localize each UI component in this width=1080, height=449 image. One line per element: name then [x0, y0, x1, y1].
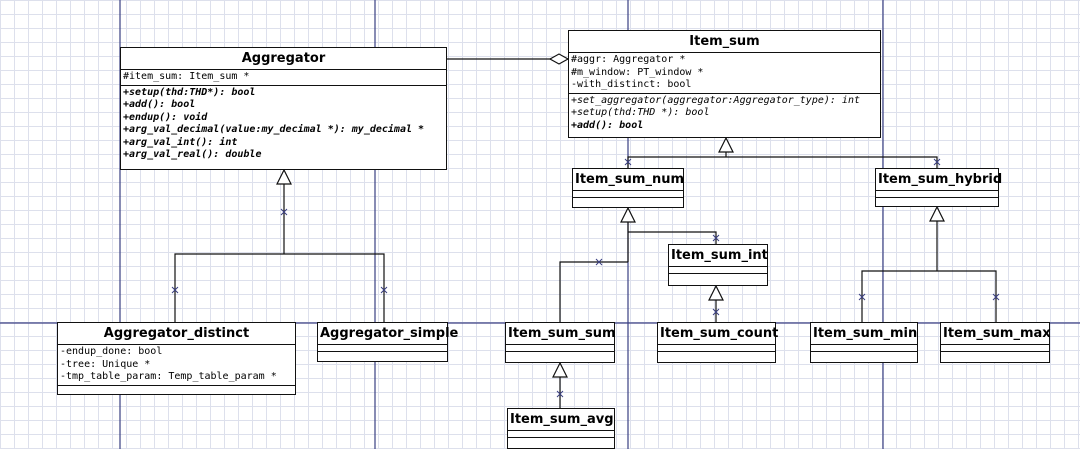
- operation: +arg_val_decimal(value:my_decimal *): my…: [123, 124, 425, 135]
- class-name: Item_sum_max: [941, 323, 1051, 345]
- item-sum-min-class[interactable]: Item_sum_min: [810, 322, 918, 363]
- operations-section: [506, 352, 614, 358]
- inheritance-aggregator: [175, 184, 384, 322]
- class-name: Item_sum_avg: [508, 409, 614, 431]
- attribute: -tree: Unique *: [60, 358, 151, 370]
- attributes-section: [941, 345, 1049, 352]
- generalization-arrow-item-sum-int: [708, 284, 724, 301]
- item-sum-sum-class[interactable]: Item_sum_sum: [505, 322, 616, 363]
- attributes-section: [658, 345, 775, 352]
- operation: +setup(thd:THD *): bool: [571, 107, 710, 118]
- class-name: Aggregator_simple: [318, 323, 458, 345]
- operations-section: [669, 274, 767, 280]
- item-sum-class[interactable]: Item_sum #aggr: Aggregator * #m_window: …: [568, 30, 881, 138]
- item-sum-max-class[interactable]: Item_sum_max: [940, 322, 1051, 363]
- aggregator-simple-class[interactable]: Aggregator_simple: [317, 322, 458, 362]
- operation: +add(): bool: [571, 119, 644, 131]
- aggregator-distinct-class[interactable]: Aggregator_distinct -endup_done: bool -t…: [57, 322, 296, 395]
- attribute: -tmp_table_param: Temp_table_param *: [60, 371, 277, 382]
- generalization-arrow-item-sum-num: [620, 206, 636, 223]
- attributes-section: [506, 345, 614, 352]
- attribute: -endup_done: bool: [60, 346, 163, 357]
- operations-section: [811, 352, 917, 358]
- item-sum-avg-class[interactable]: Item_sum_avg: [507, 408, 615, 449]
- attribute: #aggr: Aggregator *: [571, 54, 686, 65]
- operations-section: [941, 352, 1049, 358]
- attributes-section: [318, 345, 447, 352]
- generalization-arrow-item-sum: [718, 136, 734, 153]
- operation: +setup(thd:THD*): bool: [123, 86, 256, 98]
- attribute: #m_window: PT_window *: [571, 66, 704, 78]
- operation: +arg_val_int(): int: [123, 136, 238, 148]
- operation: +add(): bool: [123, 99, 196, 110]
- operations-section: [318, 352, 447, 358]
- operation: +set_aggregator(aggregator:Aggregator_ty…: [571, 94, 860, 106]
- class-name: Item_sum_count: [658, 323, 778, 345]
- item-sum-hybrid-class[interactable]: Item_sum_hybrid: [875, 168, 1002, 207]
- inheritance-item-sum-hybrid: [862, 221, 996, 322]
- attributes-section: [811, 345, 917, 352]
- item-sum-int-class[interactable]: Item_sum_int: [668, 244, 768, 286]
- operations-section: +set_aggregator(aggregator:Aggregator_ty…: [569, 94, 880, 134]
- inheritance-item-sum-num: [559, 222, 716, 322]
- aggregator-class[interactable]: Aggregator #item_sum: Item_sum * +setup(…: [120, 47, 447, 170]
- attributes-section: [508, 431, 614, 438]
- class-name: Aggregator: [121, 48, 446, 70]
- class-name: Item_sum_int: [669, 245, 768, 267]
- operations-section: +setup(thd:THD*): bool +add(): bool +end…: [121, 86, 446, 163]
- item-sum-num-class[interactable]: Item_sum_num: [572, 168, 684, 208]
- operations-section: [573, 198, 683, 204]
- attributes-section: [876, 191, 998, 198]
- class-name: Item_sum: [569, 31, 880, 53]
- attribute: #item_sum: Item_sum *: [123, 71, 250, 82]
- aggregation-diamond: [548, 53, 570, 65]
- operations-section: [58, 386, 295, 391]
- inheritance-item-sum: [628, 152, 937, 168]
- generalization-arrow-aggregator: [276, 168, 292, 185]
- attributes-section: [669, 267, 767, 274]
- operation: +arg_val_real(): double: [123, 149, 262, 160]
- class-name: Item_sum_min: [811, 323, 917, 345]
- operations-section: [658, 352, 775, 358]
- attributes-section: [573, 191, 683, 198]
- operations-section: [876, 198, 998, 204]
- item-sum-count-class[interactable]: Item_sum_count: [657, 322, 778, 363]
- attribute: -with_distinct: bool: [571, 79, 692, 90]
- class-name: Item_sum_sum: [506, 323, 616, 345]
- operations-section: [508, 438, 614, 444]
- attributes-section: -endup_done: bool -tree: Unique * -tmp_t…: [58, 345, 295, 386]
- class-name: Item_sum_hybrid: [876, 169, 1002, 191]
- class-name: Aggregator_distinct: [58, 323, 295, 345]
- generalization-arrow-item-sum-sum: [552, 361, 568, 378]
- generalization-arrow-item-sum-hybrid: [929, 205, 945, 222]
- operation: +endup(): void: [123, 111, 208, 123]
- attributes-section: #item_sum: Item_sum *: [121, 70, 446, 86]
- class-name: Item_sum_num: [573, 169, 684, 191]
- attributes-section: #aggr: Aggregator * #m_window: PT_window…: [569, 53, 880, 94]
